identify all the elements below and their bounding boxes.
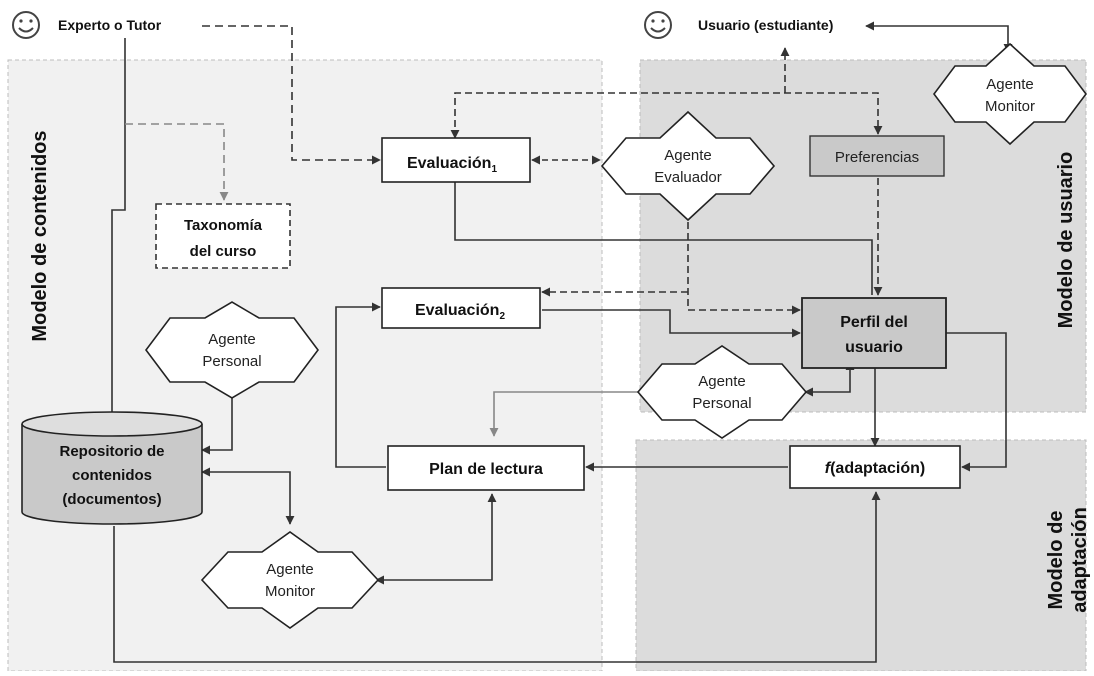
personal-agent-user: Agente Personal <box>636 345 808 439</box>
svg-text:f(adaptación): f(adaptación) <box>825 460 925 477</box>
user-profile-label-2: usuario <box>845 339 903 356</box>
evaluation2-to-profile-line <box>542 309 801 338</box>
personal-agent-user-label-2: Personal <box>692 395 751 412</box>
monitor-agent-content-label-1: Agente <box>266 561 314 578</box>
evaluation1-subscript: 1 <box>491 164 497 175</box>
adaptation-model-label-2: adaptación <box>1069 507 1091 613</box>
plan-to-evaluation2-line <box>335 302 386 468</box>
preferences-label: Preferencias <box>835 149 919 166</box>
profile-side-to-adaptation-line <box>946 332 1007 472</box>
user-profile-node: Perfil del usuario <box>801 297 947 369</box>
reading-plan-node: Plan de lectura <box>387 445 585 491</box>
taxonomy-node: Taxonomía del curso <box>155 203 291 269</box>
repository-personal-line <box>201 383 237 455</box>
evaluator-to-profile-line <box>683 199 801 315</box>
user-model-label: Modelo de usuario <box>1055 152 1077 329</box>
evaluation1-node: Evaluación1 <box>381 137 531 183</box>
monitor-plan-line <box>375 493 497 585</box>
repository-to-adaptation-line <box>113 491 881 663</box>
evaluation2-subscript: 2 <box>499 311 505 322</box>
user-profile-label-1: Perfil del <box>840 314 908 331</box>
evaluator-agent: Agente Evaluador <box>600 110 776 222</box>
top-dashed-loop-line <box>450 92 883 139</box>
repository-label-1: Repositorio de <box>59 443 164 460</box>
evaluator-agent-label-1: Agente <box>664 147 712 164</box>
adaptation-function-label: (adaptación) <box>830 460 925 477</box>
repository-monitor-line <box>201 467 295 525</box>
personal-agent-content: Agente Personal <box>145 301 319 399</box>
monitor-agent-content-label-2: Monitor <box>265 583 315 600</box>
evaluation1-label: Evaluación <box>407 155 491 172</box>
repository-label-2: contenidos <box>72 467 152 484</box>
personal-agent-content-label-1: Agente <box>208 331 256 348</box>
personal-agent-content-label-2: Personal <box>202 353 261 370</box>
student-monitor-line <box>865 21 1013 53</box>
monitor-agent-user-label-2: Monitor <box>985 98 1035 115</box>
repository-label-3: (documentos) <box>62 491 161 508</box>
preferences-node: Preferencias <box>809 135 945 177</box>
expert-label: Experto o Tutor <box>58 17 162 33</box>
personal-to-plan-line <box>489 391 638 437</box>
adaptation-function-f: f <box>825 460 832 477</box>
taxonomy-label-2: del curso <box>190 243 257 260</box>
evaluation2-label: Evaluación <box>415 302 499 319</box>
taxonomy-label-1: Taxonomía <box>184 217 263 234</box>
svg-text:Evaluación1: Evaluación1 <box>407 155 497 175</box>
reading-plan-label: Plan de lectura <box>429 461 543 478</box>
expert-to-taxonomy-line <box>125 123 229 201</box>
monitor-agent-content: Agente Monitor <box>200 531 380 629</box>
svg-text:Evaluación2: Evaluación2 <box>415 302 505 322</box>
adaptation-function-node: f(adaptación) <box>789 445 961 489</box>
evaluator-agent-label-2: Evaluador <box>654 169 722 186</box>
expert-smiley-icon <box>12 11 40 39</box>
student-label: Usuario (estudiante) <box>698 17 833 33</box>
evaluation2-node: Evaluación2 <box>381 287 541 329</box>
content-model-label: Modelo de contenidos <box>29 130 51 341</box>
monitor-agent-user: Agente Monitor <box>933 42 1087 146</box>
student-smiley-icon <box>644 11 672 39</box>
personal-agent-user-label-1: Agente <box>698 373 746 390</box>
profile-personal-line <box>804 361 855 397</box>
expert-to-evaluation1-line <box>202 25 381 165</box>
monitor-agent-user-label-1: Agente <box>986 76 1034 93</box>
evaluation1-to-profile-line <box>454 182 873 295</box>
repository-cylinder: Repositorio de contenidos (documentos) <box>21 411 203 525</box>
adaptation-model-label-1: Modelo de <box>1045 511 1067 610</box>
